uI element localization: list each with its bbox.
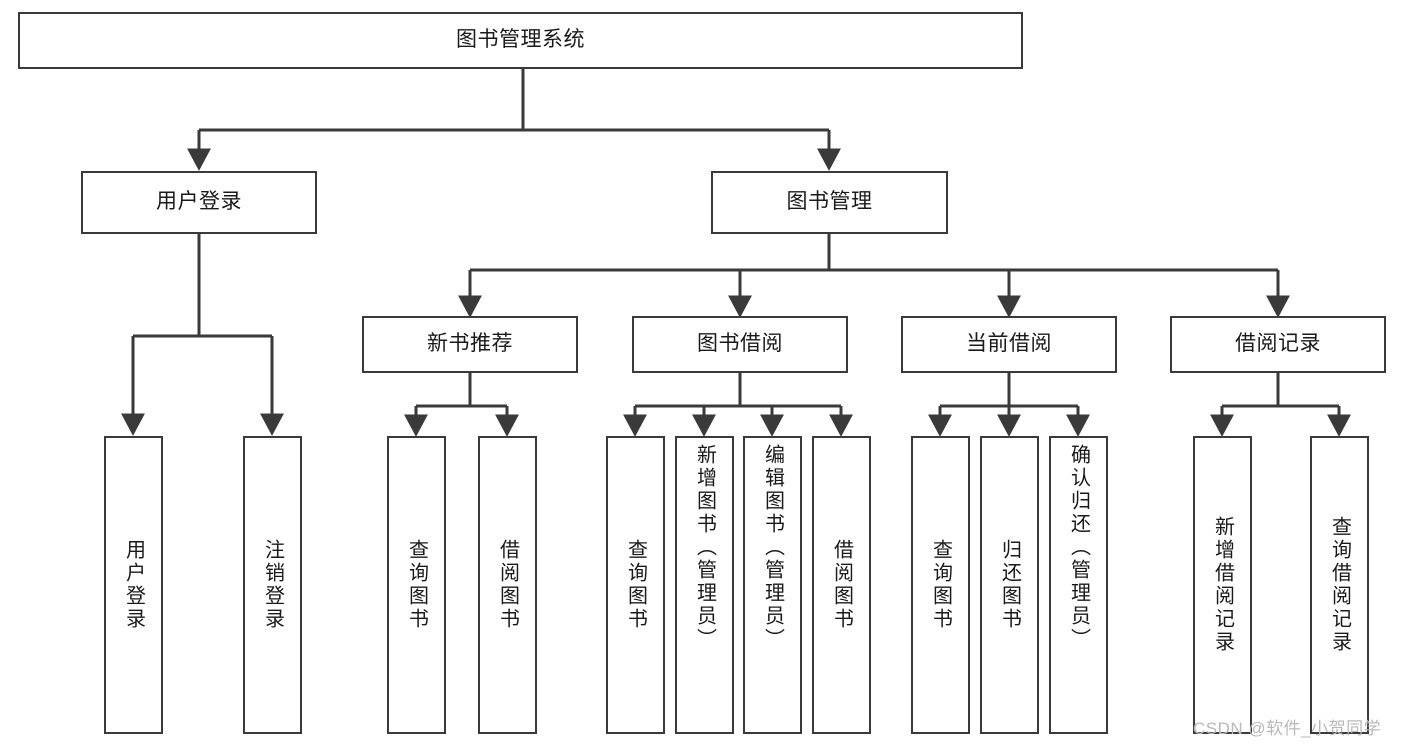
leaf-borrow-borrow-book-label: 借阅图书 <box>830 539 853 631</box>
node-user-login-label: 用户登录 <box>156 190 242 214</box>
node-new-book-recommend[interactable]: 新书推荐 <box>362 316 578 373</box>
leaf-newbook-borrow-book-label: 借阅图书 <box>496 539 519 631</box>
leaf-borrow-query-book-label: 查询图书 <box>624 539 647 631</box>
node-new-book-recommend-label: 新书推荐 <box>427 332 513 356</box>
leaf-current-return-book[interactable]: 归还图书 <box>980 436 1039 734</box>
node-root[interactable]: 图书管理系统 <box>18 12 1023 69</box>
leaf-record-query-record-label: 查询借阅记录 <box>1328 516 1351 654</box>
node-user-login[interactable]: 用户登录 <box>81 171 317 234</box>
leaf-logout-login[interactable]: 注销登录 <box>243 436 302 734</box>
leaf-borrow-add-book-admin[interactable]: 新增图书（管理员） <box>675 436 734 734</box>
leaf-borrow-borrow-book[interactable]: 借阅图书 <box>812 436 871 734</box>
node-root-label: 图书管理系统 <box>456 28 585 52</box>
leaf-user-login[interactable]: 用户登录 <box>104 436 163 734</box>
leaf-record-add-record-label: 新增借阅记录 <box>1211 516 1234 654</box>
leaf-current-confirm-return-admin-label: 确认归还（管理员） <box>1067 444 1090 651</box>
leaf-newbook-query-book[interactable]: 查询图书 <box>387 436 446 734</box>
leaf-borrow-edit-book-admin[interactable]: 编辑图书（管理员） <box>743 436 802 734</box>
leaf-logout-login-label: 注销登录 <box>261 539 284 631</box>
node-borrow-record[interactable]: 借阅记录 <box>1170 316 1386 373</box>
leaf-current-query-book-label: 查询图书 <box>929 539 952 631</box>
node-book-borrow-label: 图书借阅 <box>697 332 783 356</box>
node-current-borrow[interactable]: 当前借阅 <box>901 316 1117 373</box>
leaf-record-query-record[interactable]: 查询借阅记录 <box>1310 436 1369 734</box>
leaf-borrow-add-book-admin-label: 新增图书（管理员） <box>693 444 716 651</box>
leaf-current-query-book[interactable]: 查询图书 <box>911 436 970 734</box>
leaf-newbook-query-book-label: 查询图书 <box>405 539 428 631</box>
node-book-borrow[interactable]: 图书借阅 <box>632 316 848 373</box>
leaf-borrow-edit-book-admin-label: 编辑图书（管理员） <box>761 444 784 651</box>
leaf-current-confirm-return-admin[interactable]: 确认归还（管理员） <box>1049 436 1108 734</box>
node-current-borrow-label: 当前借阅 <box>966 332 1052 356</box>
leaf-borrow-query-book[interactable]: 查询图书 <box>606 436 665 734</box>
leaf-newbook-borrow-book[interactable]: 借阅图书 <box>478 436 537 734</box>
leaf-user-login-label: 用户登录 <box>122 539 145 631</box>
node-book-management[interactable]: 图书管理 <box>711 171 948 234</box>
leaf-record-add-record[interactable]: 新增借阅记录 <box>1193 436 1252 734</box>
csdn-watermark: CSDN @软件_小贺同学 <box>1193 719 1382 738</box>
node-borrow-record-label: 借阅记录 <box>1235 332 1321 356</box>
leaf-current-return-book-label: 归还图书 <box>998 539 1021 631</box>
node-book-management-label: 图书管理 <box>786 190 873 214</box>
